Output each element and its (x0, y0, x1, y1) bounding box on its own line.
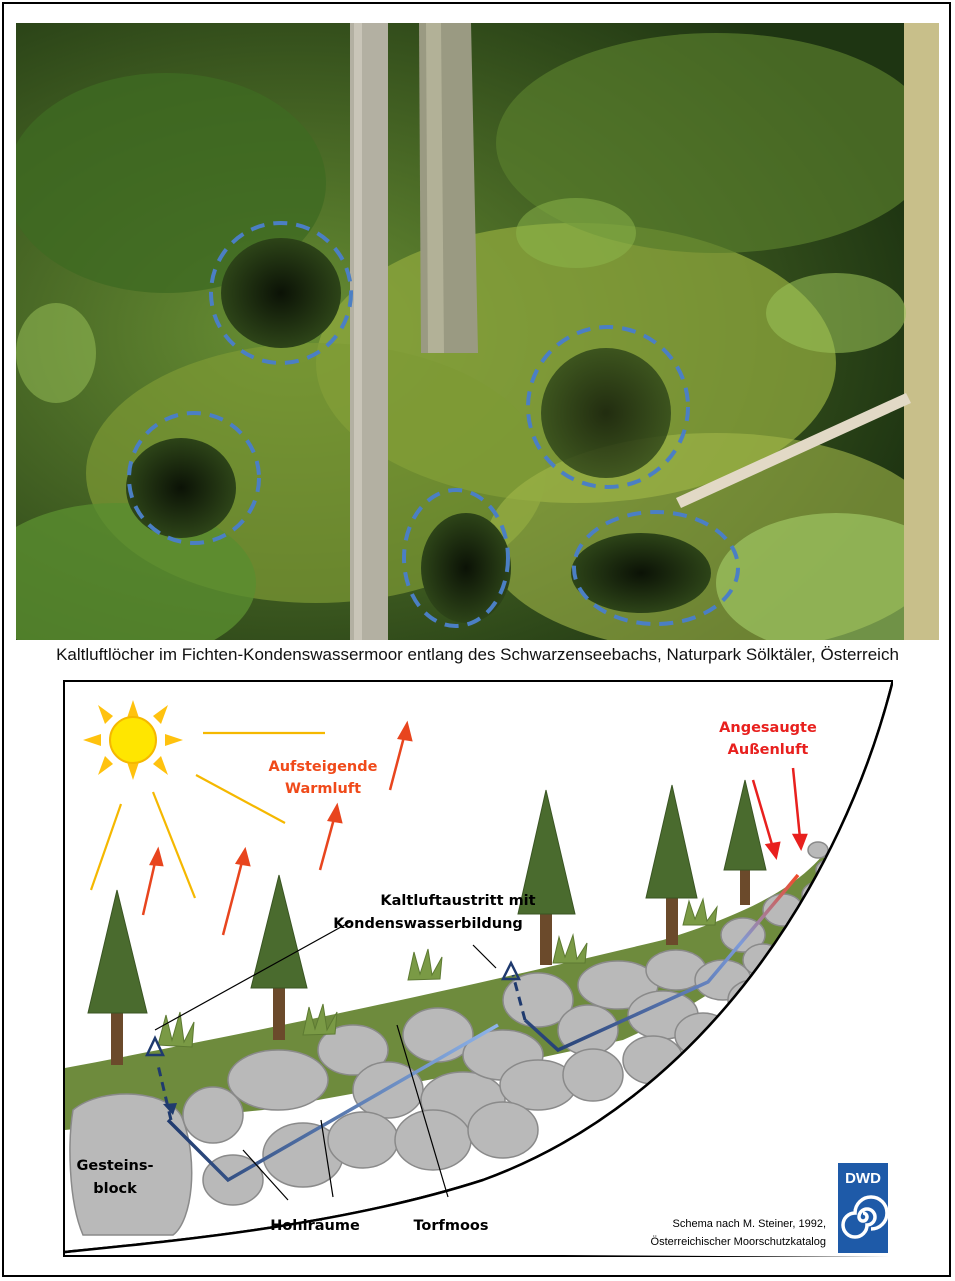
tree (250, 874, 308, 1040)
cold-air-hole-markers (127, 221, 740, 628)
exit-label-line2: Kondenswasserbildung (333, 916, 523, 932)
trees (87, 779, 767, 1065)
rock (562, 1048, 624, 1102)
grass-tuft (157, 1011, 195, 1048)
logo-text: DWD (845, 1170, 881, 1187)
warm-air-label-line1: Aufsteigende (269, 759, 378, 775)
label-pointers (154, 921, 497, 1201)
hole-marker (572, 510, 740, 626)
grass-tuft (682, 897, 718, 926)
source-line2: Österreichischer Moorschutzkatalog (651, 1236, 826, 1248)
warm-air-arrows (141, 720, 413, 936)
grass-tufts (157, 897, 718, 1048)
rock (317, 1024, 389, 1076)
rock-block-label-line2: block (93, 1181, 137, 1197)
tree (723, 779, 767, 905)
rock (327, 1111, 399, 1169)
exit-arrowhead (145, 1035, 165, 1057)
warm-air-label-line2: Warmluft (285, 781, 361, 797)
tree (87, 889, 148, 1065)
exit-arrowhead (500, 960, 522, 981)
hole-marker (526, 325, 690, 489)
dwd-logo: DWD (838, 1163, 889, 1253)
rock (502, 972, 574, 1028)
cold-air-exit-lower (156, 1064, 173, 1121)
rock (182, 1086, 244, 1144)
rock (227, 1049, 329, 1111)
sun-rays (89, 731, 325, 899)
hole-marker (127, 411, 261, 545)
grass-tuft (552, 933, 588, 964)
rock (394, 1109, 472, 1171)
hole-marker (209, 221, 353, 365)
cold-air-path-lower (166, 1023, 499, 1183)
forest-photo (16, 23, 939, 640)
exit-label-line1: Kaltluftaustritt mit (380, 893, 535, 909)
sun-icon (83, 700, 183, 780)
cavities-label: Hohlräume (270, 1218, 360, 1234)
slope-cut (65, 680, 893, 1257)
tree (517, 789, 576, 965)
rock-block (69, 1093, 193, 1236)
intake-label-line1: Angesaugte (719, 720, 817, 736)
rock-block-label-line1: Gesteins- (76, 1158, 153, 1174)
hole-marker (402, 488, 510, 628)
cold-air-diagram: Aufsteigende Warmluft Angesaugte Außenlu… (63, 680, 893, 1257)
source-line1: Schema nach M. Steiner, 1992, (673, 1218, 826, 1230)
cold-air-path-upper (523, 873, 800, 1053)
grass-tuft (407, 948, 443, 981)
cold-air-exit-upper (511, 974, 527, 1021)
tree (645, 784, 698, 945)
grass-tuft (302, 1003, 338, 1036)
moss-label: Torfmoos (413, 1218, 488, 1234)
rock (807, 841, 829, 859)
photo-caption: Kaltluftlöcher im Fichten-Kondenswasserm… (56, 645, 899, 664)
rock (467, 1101, 539, 1159)
swirl-icon (841, 1195, 889, 1239)
intake-label-line2: Außenluft (728, 742, 809, 758)
intake-arrows (751, 767, 808, 860)
